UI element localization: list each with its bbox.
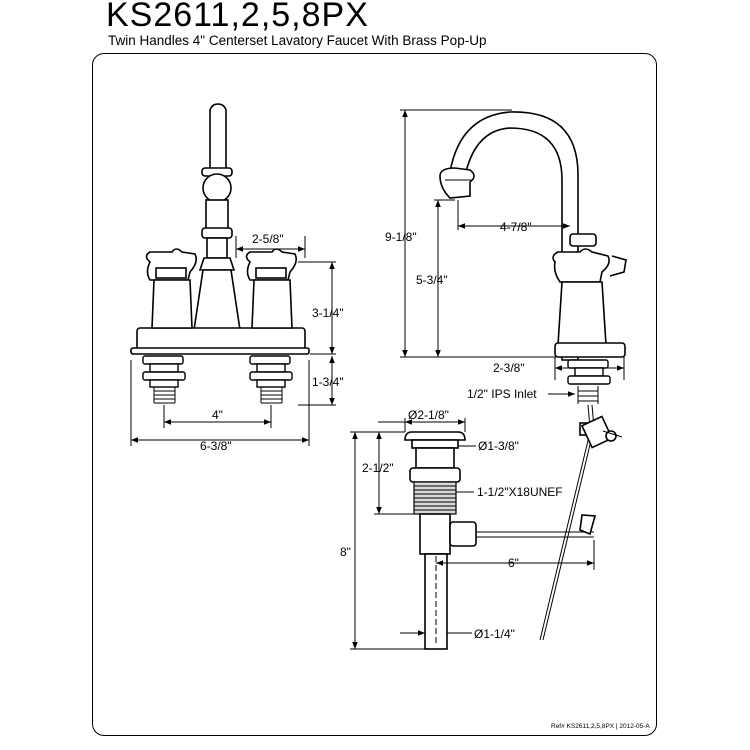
front-view-faucet <box>130 103 310 404</box>
spout-height-label: 5-3/4" <box>416 273 448 287</box>
flange-height-label: 2-1/2" <box>362 461 394 475</box>
overall-height-label: 9-1/8" <box>385 230 417 244</box>
product-description: Twin Handles 4" Centerset Lavatory Fauce… <box>108 33 487 48</box>
front-dimension-labels: 2-5/8" 3-1/4" 1-3/4" 4" 6-3/8" <box>200 232 344 453</box>
popup-drain-assembly <box>404 415 623 650</box>
body-diameter-label: Ø1-3/8" <box>478 439 519 453</box>
drawing-frame <box>92 53 657 736</box>
reference-code: Ref# KS2611,2,5,8PX | 2012-05-A <box>551 723 650 730</box>
centerset-label: 4" <box>212 408 223 422</box>
side-dimension-labels: 9-1/8" 5-3/4" 4-7/8" 2-3/8" 1/2" IPS Inl… <box>385 220 537 401</box>
tailpiece-diameter-label: Ø1-1/4" <box>474 627 515 641</box>
side-view-dimensions <box>400 109 625 397</box>
overall-width-label: 6-3/8" <box>200 439 232 453</box>
popup-dimensions <box>350 418 595 650</box>
base-depth-label: 2-3/8" <box>493 361 525 375</box>
handle-spacing-label: 2-5/8" <box>252 232 284 246</box>
side-view-faucet <box>439 111 627 429</box>
front-view-dimensions <box>130 236 336 446</box>
popup-dimension-labels: Ø2-1/8" Ø1-3/8" 2-1/2" 1-1/2"X18UNEF 6" … <box>340 408 563 641</box>
rod-length-label: 6" <box>508 556 519 570</box>
model-title: KS2611,2,5,8PX <box>106 0 369 34</box>
spout-reach-label: 4-7/8" <box>500 220 532 234</box>
thread-spec-label: 1-1/2"X18UNEF <box>477 485 563 499</box>
overall-length-label: 8" <box>340 545 351 559</box>
inlet-label: 1/2" IPS Inlet <box>467 387 537 401</box>
shank-length-label: 1-3/4" <box>312 375 344 389</box>
flange-diameter-label: Ø2-1/8" <box>408 408 449 422</box>
handle-height-label: 3-1/4" <box>312 306 344 320</box>
